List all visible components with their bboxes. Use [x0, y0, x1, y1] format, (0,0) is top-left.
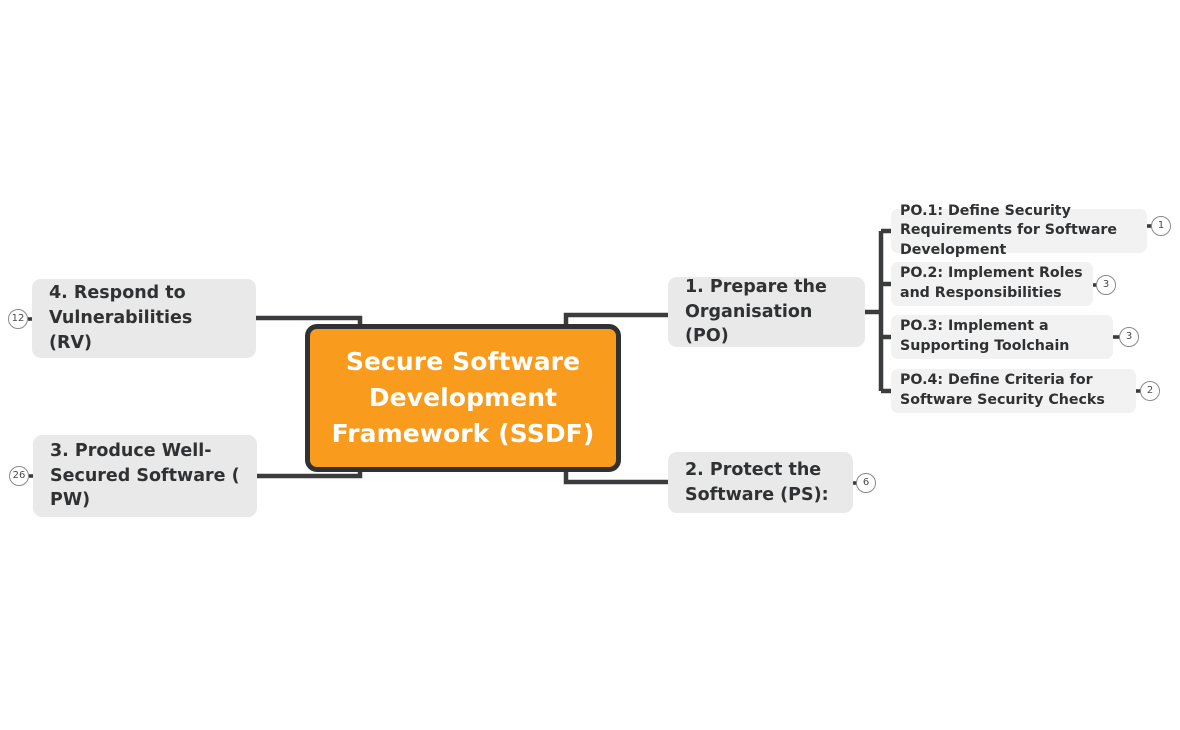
branch-node-pw-label: 3. Produce Well-Secured Software ( PW): [50, 440, 240, 511]
sub-node-po3-label: PO.3: Implement a Supporting Toolchain: [900, 318, 1070, 354]
root-node-label: Secure Software Development Framework (S…: [331, 346, 595, 449]
branch-node-ps[interactable]: 2. Protect the Software (PS):: [668, 452, 853, 513]
count-badge-po1[interactable]: 1: [1151, 216, 1171, 236]
sub-node-po1[interactable]: PO.1: Define Security Requirements for S…: [891, 203, 1147, 258]
count-badge-rv[interactable]: 12: [8, 309, 28, 329]
count-badge-po4[interactable]: 2: [1140, 381, 1160, 401]
count-badge-po2[interactable]: 3: [1096, 275, 1116, 295]
count-badge-ps[interactable]: 6: [856, 473, 876, 493]
branch-node-pw[interactable]: 3. Produce Well-Secured Software ( PW): [33, 435, 257, 517]
sub-node-po4-label: PO.4: Define Criteria for Software Secur…: [900, 372, 1105, 408]
branch-node-po-label: 1. Prepare the Organisation (PO): [685, 276, 827, 347]
sub-node-po3[interactable]: PO.3: Implement a Supporting Toolchain: [891, 315, 1113, 359]
branch-node-po[interactable]: 1. Prepare the Organisation (PO): [668, 277, 865, 347]
count-badge-pw[interactable]: 26: [9, 466, 29, 486]
sub-node-po4[interactable]: PO.4: Define Criteria for Software Secur…: [891, 369, 1136, 413]
branch-node-rv-label: 4. Respond to Vulnerabilities (RV): [49, 283, 193, 353]
count-badge-po3[interactable]: 3: [1119, 327, 1139, 347]
sub-node-po2-label: PO.2: Implement Roles and Responsibiliti…: [900, 265, 1083, 301]
branch-node-rv[interactable]: 4. Respond to Vulnerabilities (RV): [32, 279, 256, 358]
root-node-ssdf[interactable]: Secure Software Development Framework (S…: [305, 324, 621, 472]
branch-node-ps-label: 2. Protect the Software (PS):: [685, 459, 829, 505]
sub-node-po2[interactable]: PO.2: Implement Roles and Responsibiliti…: [891, 262, 1093, 306]
sub-node-po1-label: PO.1: Define Security Requirements for S…: [900, 202, 1118, 258]
